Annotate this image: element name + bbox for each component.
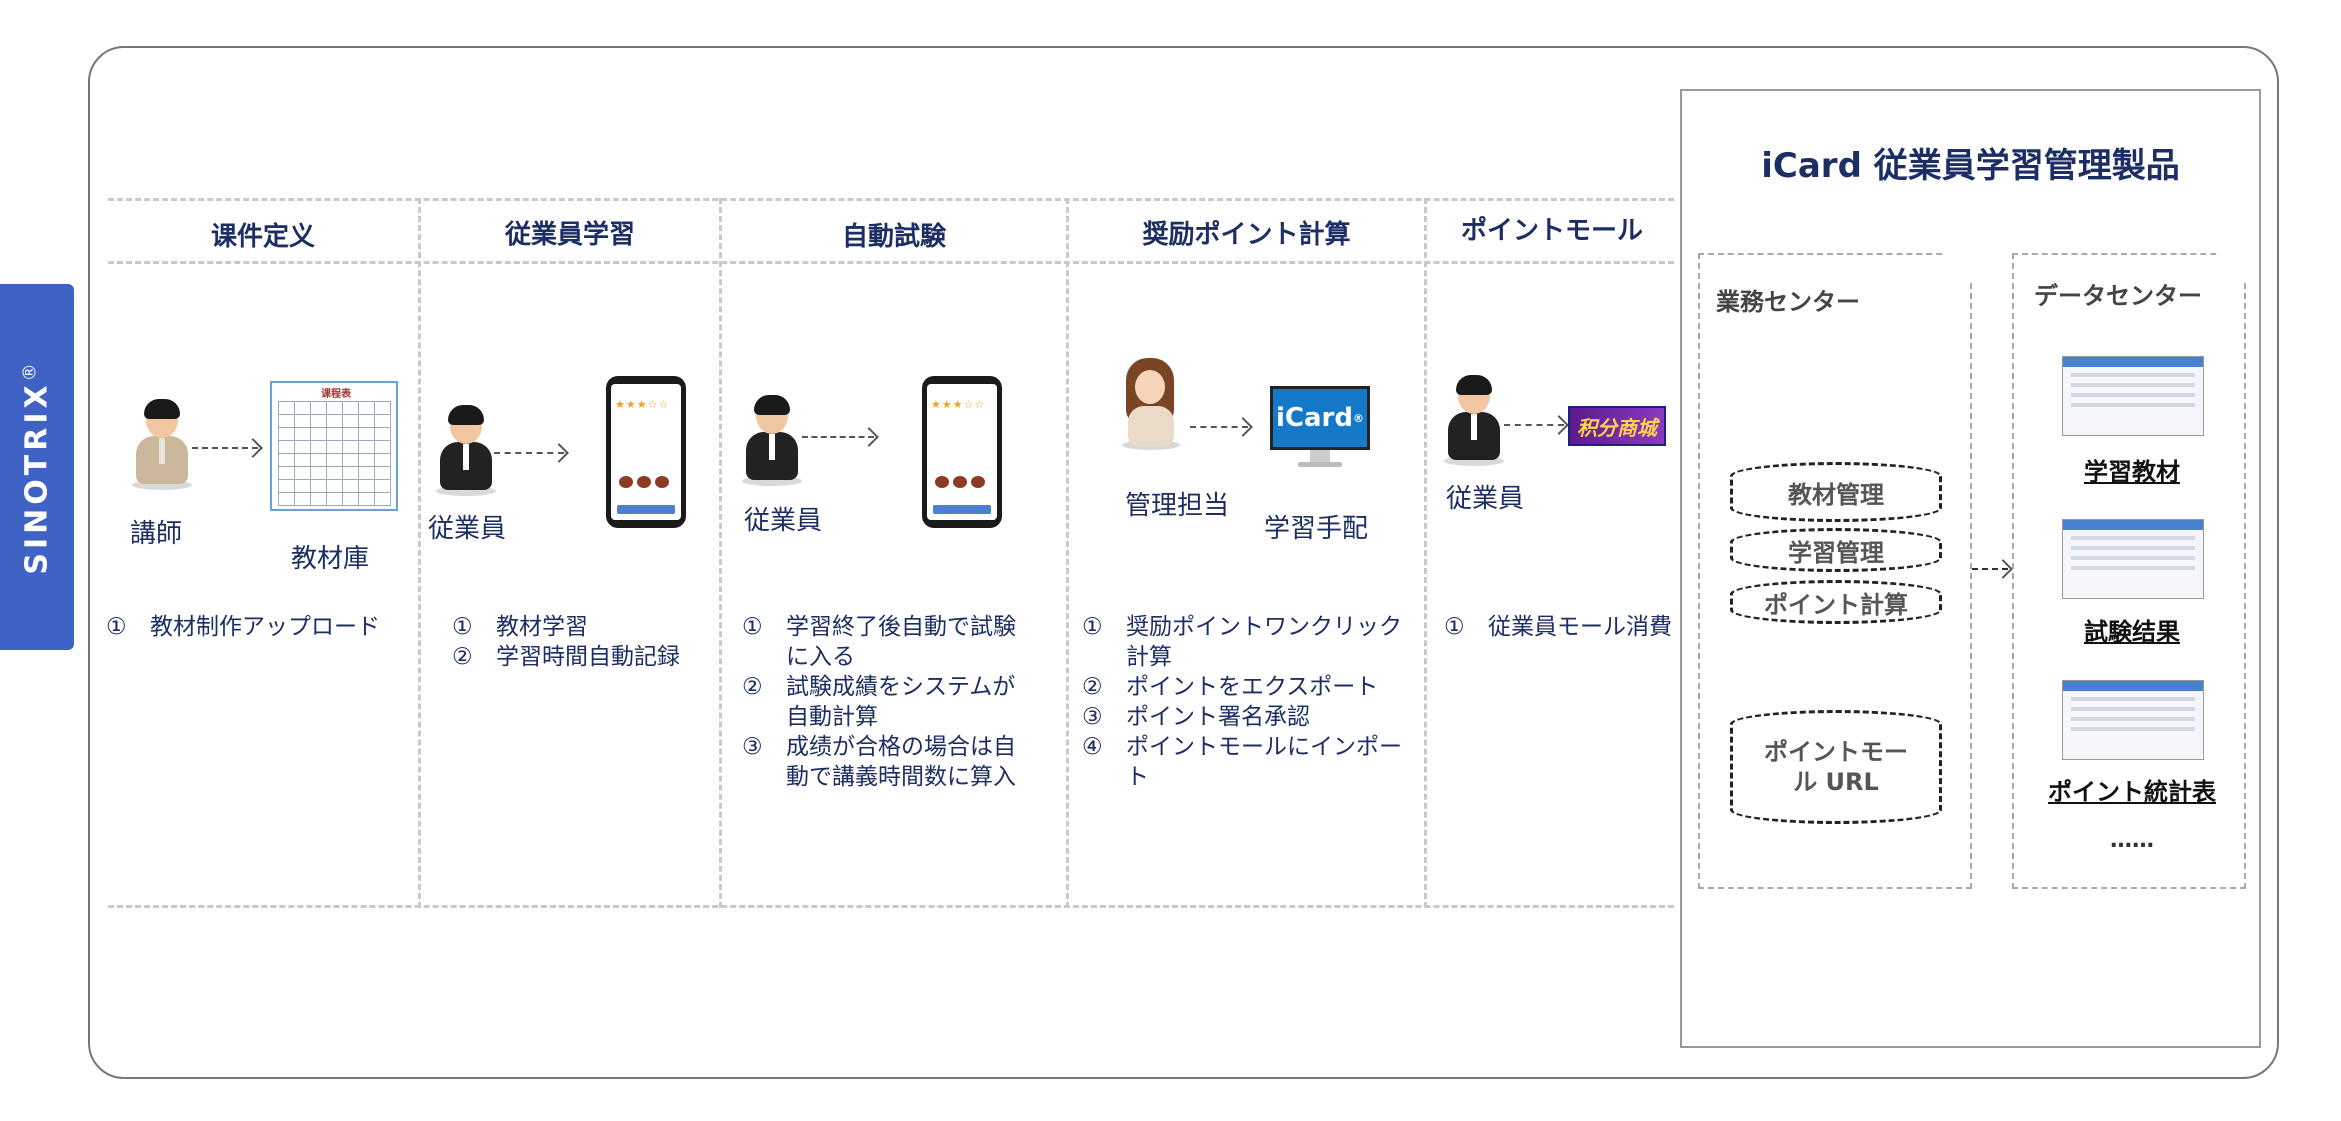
flow-arrow — [192, 447, 258, 449]
admin-woman-icon — [1122, 358, 1180, 454]
center-link-arrow — [1972, 568, 2008, 570]
data-screenshot-exam-results — [2062, 519, 2204, 599]
actor-label-material-library: 教材庫 — [291, 544, 370, 574]
employee-icon — [742, 395, 802, 488]
column-divider — [1066, 198, 1069, 908]
column-divider — [1424, 198, 1427, 908]
diagram-frame — [88, 46, 2279, 1079]
data-item-learning-materials[interactable]: 学習教材 — [2084, 458, 2180, 486]
actor-label-admin: 管理担当 — [1125, 491, 1230, 521]
data-screenshot-point-stats — [2062, 680, 2204, 760]
column-divider — [418, 198, 421, 908]
data-item-more: …… — [2110, 828, 2154, 853]
flow-arrow — [1504, 424, 1564, 426]
column-title-reward-points: 奨励ポイント計算 — [1142, 220, 1351, 250]
mobile-app-screenshot: ★★★☆☆ — [606, 376, 686, 528]
db-module-learning-mgmt: 学習管理 — [1730, 528, 1942, 572]
column-title-employee-learning: 従業員学習 — [504, 220, 635, 250]
actor-label-employee: 従業員 — [1446, 484, 1525, 514]
flow-arrow — [494, 452, 564, 454]
data-item-exam-results[interactable]: 試験结果 — [2084, 618, 2180, 646]
header-top-divider — [108, 198, 1674, 201]
icard-monitor-icon: iCard® — [1270, 386, 1370, 472]
column-title-auto-exam: 自動試験 — [841, 222, 946, 252]
actor-label-employee: 従業員 — [428, 514, 507, 544]
actor-label-learning-arrangement: 学習手配 — [1264, 514, 1369, 544]
business-center-title: 業務センター — [1716, 288, 1860, 316]
employee-icon — [436, 405, 496, 498]
mobile-app-screenshot: ★★★☆☆ — [922, 376, 1002, 528]
actor-label-employee: 従業員 — [744, 506, 823, 536]
point-mall-banner: 积分商城 — [1568, 406, 1666, 446]
db-module-material-mgmt: 教材管理 — [1730, 462, 1942, 522]
timetable-image: 课程表 — [270, 381, 398, 511]
data-center-box — [2012, 253, 2246, 889]
column-title-course-definition: 课件定义 — [210, 222, 315, 252]
data-center-title: データセンター — [2034, 282, 2202, 310]
data-item-point-stats[interactable]: ポイント統計表 — [2048, 778, 2216, 806]
flow-bottom-divider — [108, 905, 1674, 908]
actor-label-lecturer: 講師 — [130, 519, 183, 549]
lecturer-icon — [132, 399, 192, 492]
flow-arrow — [1190, 426, 1248, 428]
business-center-box — [1698, 253, 1972, 889]
db-module-point-mall-url: ポイントモール URL — [1730, 710, 1942, 824]
header-bottom-divider — [108, 261, 1674, 264]
db-module-point-calc: ポイント計算 — [1730, 580, 1942, 624]
column-title-point-mall: ポイントモール — [1460, 216, 1643, 246]
brand-logo: SINOTRIX® — [19, 359, 55, 575]
product-title: iCard 従業員学習管理製品 — [1761, 146, 2180, 186]
employee-icon — [1444, 375, 1504, 468]
brand-tab: SINOTRIX® — [0, 284, 74, 650]
data-screenshot-learning-materials — [2062, 356, 2204, 436]
flow-arrow — [802, 436, 874, 438]
column-divider — [719, 198, 722, 908]
